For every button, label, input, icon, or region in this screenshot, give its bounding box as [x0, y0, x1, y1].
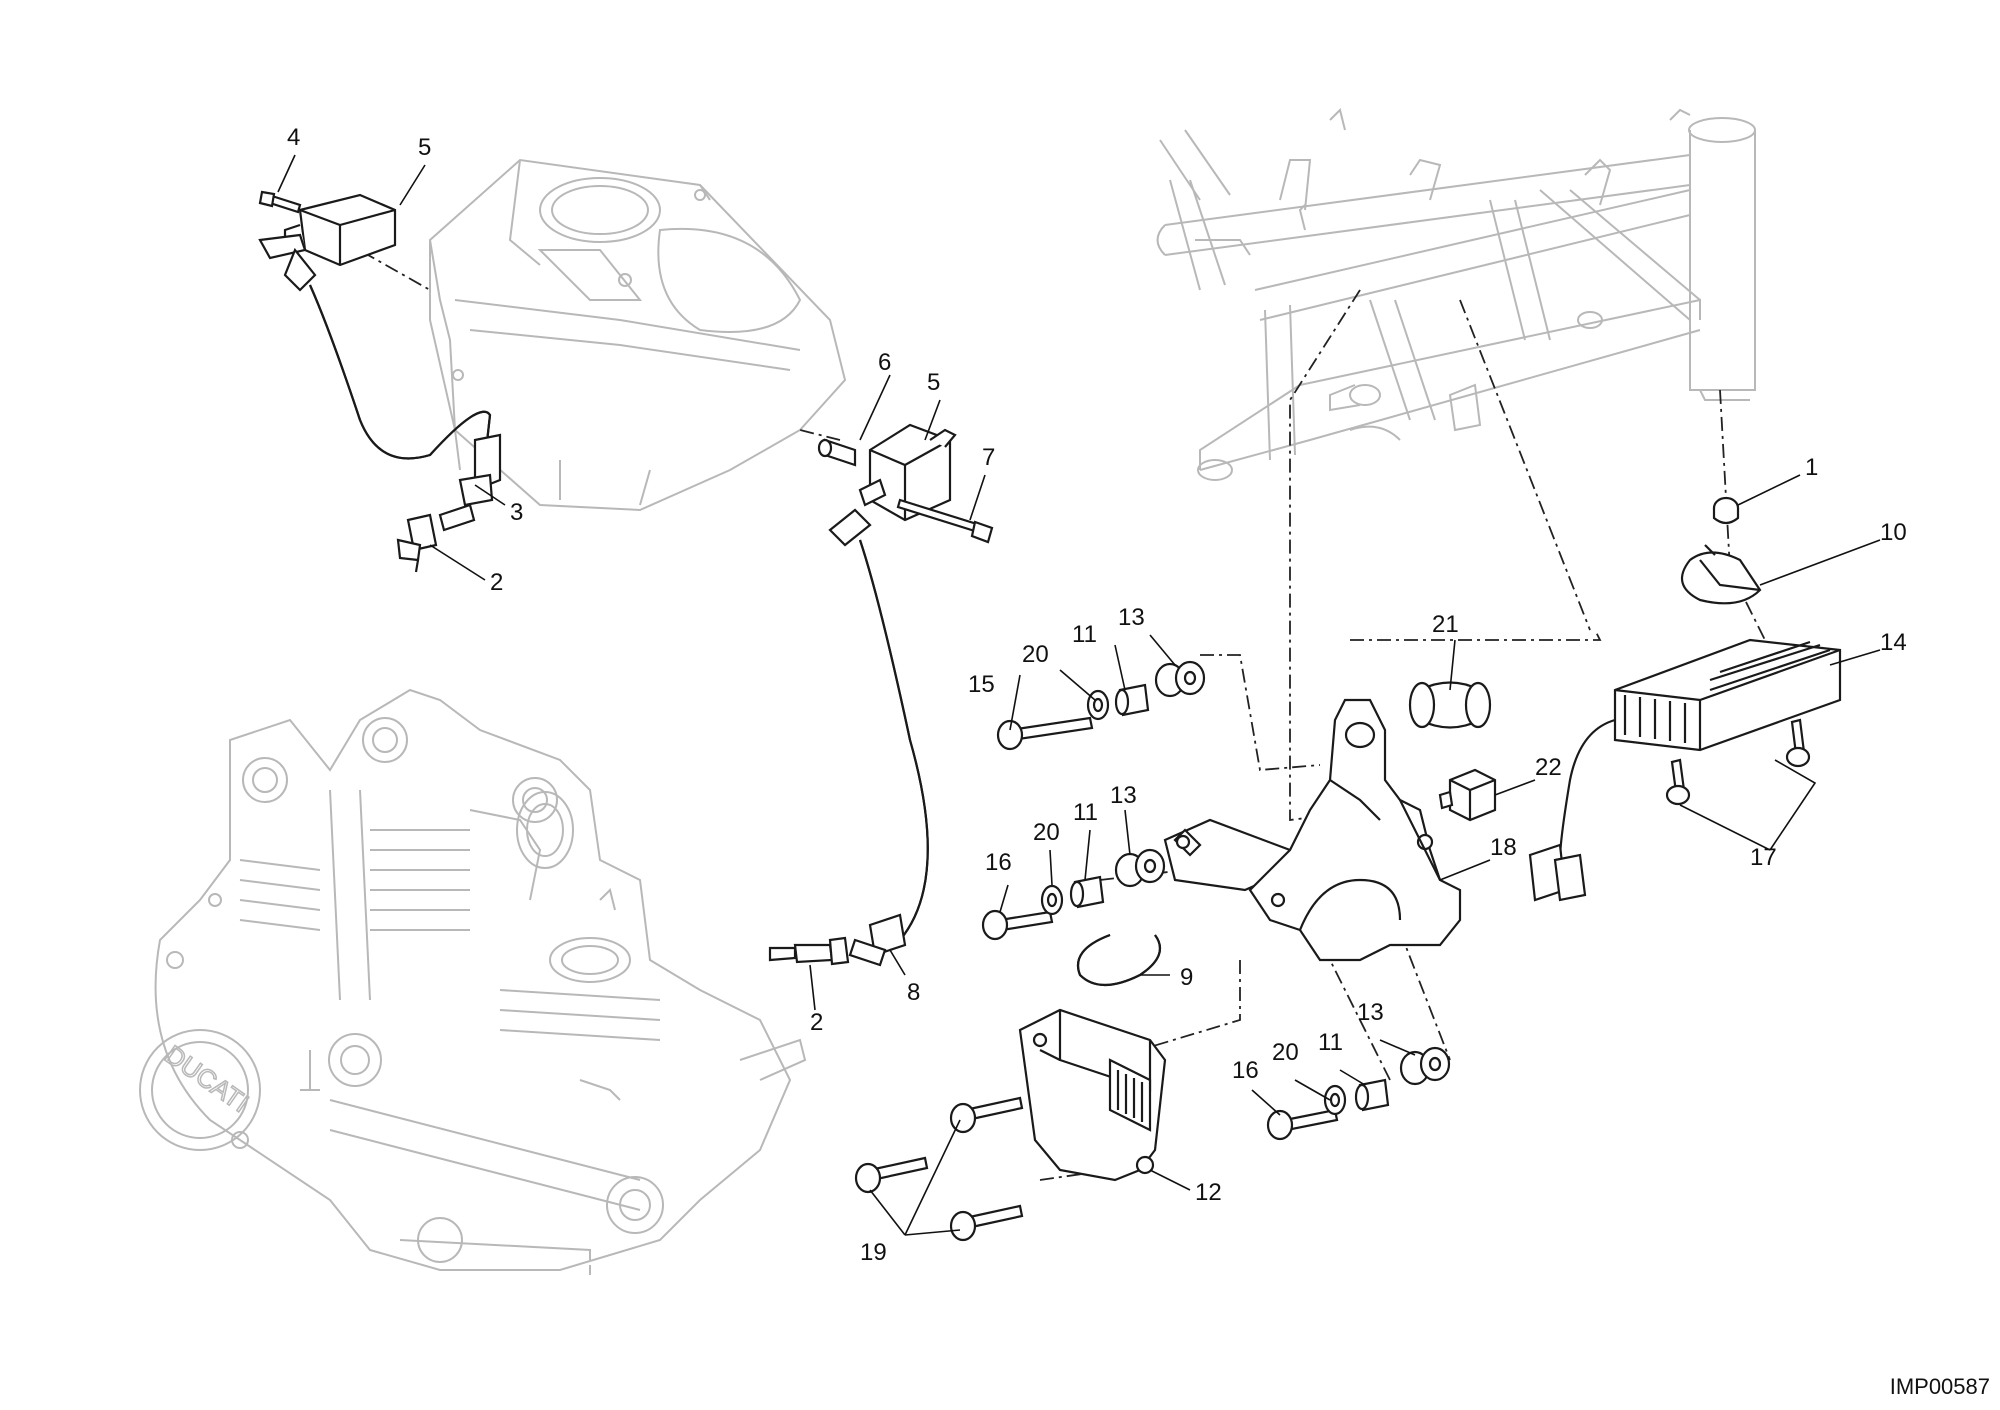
- bolt-16a: [981, 909, 1054, 941]
- bolt-19b: [854, 1156, 929, 1194]
- callout-20-mid: 20: [1033, 819, 1060, 846]
- grommet-13b: [1114, 848, 1166, 888]
- callout-22: 22: [1535, 754, 1562, 781]
- washer-20b: [1040, 884, 1064, 916]
- callout-3: 3: [510, 499, 523, 526]
- callout-11-top: 11: [1072, 621, 1097, 648]
- callout-19: 19: [860, 1239, 887, 1266]
- callout-18: 18: [1490, 834, 1517, 861]
- ignition-coil-left: [258, 193, 397, 267]
- mounting-bracket-18: [1163, 698, 1462, 962]
- callout-7: 7: [982, 444, 995, 471]
- callout-14: 14: [1880, 629, 1907, 656]
- screw-17a: [1665, 758, 1691, 806]
- callout-21: 21: [1432, 611, 1459, 638]
- cable-clamp-9: [1077, 933, 1162, 986]
- ecu-unit-12: [1018, 1008, 1167, 1182]
- drawing-code: IMP00587: [1889, 1374, 1990, 1399]
- callout-6: 6: [878, 349, 891, 376]
- spark-plug-right: [768, 936, 850, 966]
- callout-5-right: 5: [927, 369, 940, 396]
- callout-16-low: 16: [1232, 1057, 1259, 1084]
- callout-2-left: 2: [490, 569, 503, 596]
- callout-9: 9: [1180, 964, 1193, 991]
- screw-7: [896, 498, 994, 544]
- bolt-16b: [1266, 1108, 1339, 1141]
- washer-20a: [1086, 689, 1110, 721]
- callout-4: 4: [287, 124, 300, 151]
- callout-13-top: 13: [1118, 604, 1145, 631]
- callout-labels: 4 5 3 2 6 5 7 8 2 1 10 14 17 22 18 9 12 …: [287, 124, 1907, 1266]
- spark-plug-left: [396, 503, 476, 573]
- spacer-11a: [1114, 683, 1150, 717]
- callout-13-low: 13: [1357, 999, 1384, 1026]
- callout-5-left: 5: [418, 134, 431, 161]
- bolt-19c: [949, 1204, 1024, 1242]
- callout-2-right: 2: [810, 1009, 823, 1036]
- callout-16-mid: 16: [985, 849, 1012, 876]
- ht-lead-right: [828, 508, 929, 967]
- screw-17b: [1785, 718, 1811, 768]
- rubber-mount-21: [1408, 681, 1492, 729]
- grommet-13c: [1399, 1046, 1451, 1086]
- frame-ghost: [1156, 108, 1756, 481]
- spacer-11b: [1069, 875, 1105, 909]
- spacer-6: [817, 438, 857, 467]
- engine-ghost: DUCATI: [139, 688, 807, 1275]
- ignition-coil-right: [858, 423, 957, 522]
- callout-12: 12: [1195, 1179, 1222, 1206]
- washer-20c: [1323, 1084, 1347, 1116]
- relay-22: [1438, 768, 1497, 822]
- callout-1: 1: [1805, 454, 1818, 481]
- spacer-11c: [1354, 1078, 1390, 1112]
- callout-10: 10: [1880, 519, 1907, 546]
- spacer-1: [1712, 496, 1740, 525]
- callout-13-mid: 13: [1110, 782, 1137, 809]
- callout-11-mid: 11: [1073, 799, 1098, 826]
- ht-lead-left: [283, 247, 502, 507]
- callout-15: 15: [968, 671, 995, 698]
- bolt-19a: [949, 1096, 1024, 1134]
- callout-8: 8: [907, 979, 920, 1006]
- horn-10: [1680, 544, 1762, 605]
- voltage-regulator-14: [1528, 638, 1842, 902]
- airbox-ghost: [429, 158, 847, 512]
- callout-11-low: 11: [1318, 1029, 1343, 1056]
- screw-4: [258, 190, 302, 214]
- grommet-13a: [1154, 660, 1206, 698]
- callout-17: 17: [1750, 844, 1777, 871]
- callout-20-low: 20: [1272, 1039, 1299, 1066]
- leader-lines: [277, 154, 1881, 1236]
- callout-20-top: 20: [1022, 641, 1049, 668]
- bolt-15: [996, 716, 1094, 751]
